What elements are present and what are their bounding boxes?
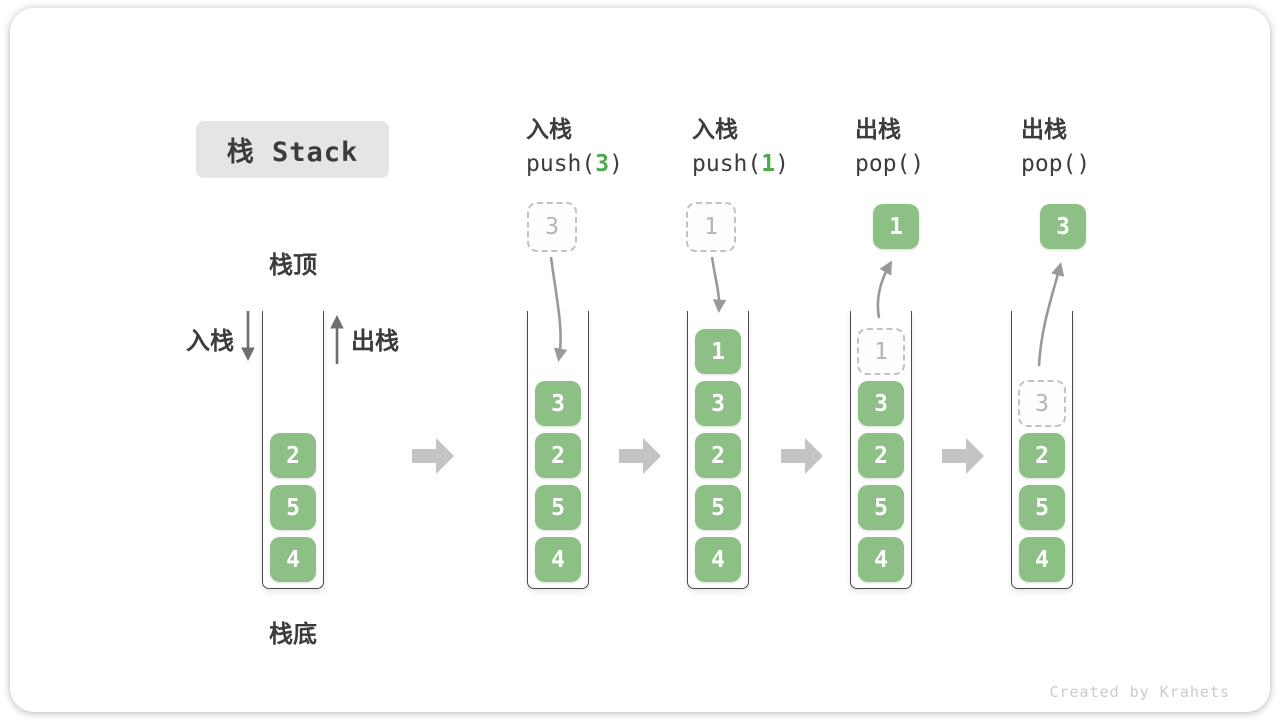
op-code-arg: 3: [595, 151, 610, 177]
op-code-pre: push(: [692, 151, 762, 177]
op-code-pre: pop(: [1021, 151, 1077, 177]
op-code-pre: pop(: [855, 151, 911, 177]
step-arrow-icon: [781, 438, 823, 474]
op-name: 入栈: [526, 116, 572, 142]
push-in-label: 入栈: [186, 328, 234, 355]
stack-cell: 4: [1019, 537, 1065, 582]
op-header-pop-first: 出栈 pop(): [855, 116, 1005, 177]
op-code: pop(): [1021, 151, 1171, 177]
step-arrow-icon: [412, 438, 454, 474]
push-1-curve-arrow-icon: [710, 256, 727, 314]
stack-cell: 2: [1019, 433, 1065, 478]
stack-cell: 2: [695, 433, 741, 478]
op-code-arg: 1: [761, 151, 776, 177]
op-name: 出栈: [1021, 116, 1067, 142]
stack-cell: 2: [270, 433, 316, 478]
stack-cell: 5: [535, 485, 581, 530]
stack-cell: 5: [270, 485, 316, 530]
pending-push-value: 1: [686, 202, 736, 252]
stack-cell: 4: [858, 537, 904, 582]
op-name: 出栈: [855, 116, 901, 142]
op-name: 入栈: [692, 116, 738, 142]
step-arrow-icon: [619, 438, 661, 474]
watermark: Created by Krahets: [1049, 683, 1230, 701]
stack-cell: 2: [535, 433, 581, 478]
pending-push-value: 3: [527, 202, 577, 252]
op-code-post: ): [1076, 151, 1091, 177]
op-code-post: ): [609, 151, 623, 177]
op-code-post: ): [775, 151, 789, 177]
stack-cell: 3: [535, 381, 581, 426]
stack-top-label: 栈顶: [269, 252, 317, 279]
stack-cell: 5: [695, 485, 741, 530]
diagram-title-badge: 栈 Stack: [196, 121, 389, 178]
op-code-post: ): [910, 151, 925, 177]
op-code: push(1): [692, 151, 842, 177]
op-header-pop-second: 出栈 pop(): [1021, 116, 1171, 177]
op-code: pop(): [855, 151, 1005, 177]
popped-value: 1: [873, 204, 919, 249]
pop-1-curve-arrow-icon: [876, 260, 893, 319]
stack-cell: 1: [695, 329, 741, 374]
stack-cell: 5: [1019, 485, 1065, 530]
op-code-pre: push(: [526, 151, 596, 177]
step-arrow-icon: [942, 438, 984, 474]
op-header-push-3: 入栈 push(3): [526, 116, 676, 177]
stack-cell: 5: [858, 485, 904, 530]
op-code: push(3): [526, 151, 676, 177]
popped-value: 3: [1040, 204, 1086, 249]
stack-cell: 3: [858, 381, 904, 426]
stack-cell-removed: 1: [857, 328, 905, 375]
pop-out-label: 出栈: [351, 328, 399, 355]
diagram-title: 栈 Stack: [226, 137, 359, 168]
stack-cell: 4: [270, 537, 316, 582]
op-header-push-1: 入栈 push(1): [692, 116, 842, 177]
stack-bottom-label: 栈底: [269, 621, 317, 648]
stack-cell-removed: 3: [1018, 380, 1066, 427]
stack-cell: 4: [535, 537, 581, 582]
stack-cell: 2: [858, 433, 904, 478]
stack-cell: 3: [695, 381, 741, 426]
stack-cell: 4: [695, 537, 741, 582]
diagram-card: 栈 Stack 栈顶 入栈 出栈 栈底 入栈 push(3) 入栈 push(1…: [10, 8, 1270, 712]
